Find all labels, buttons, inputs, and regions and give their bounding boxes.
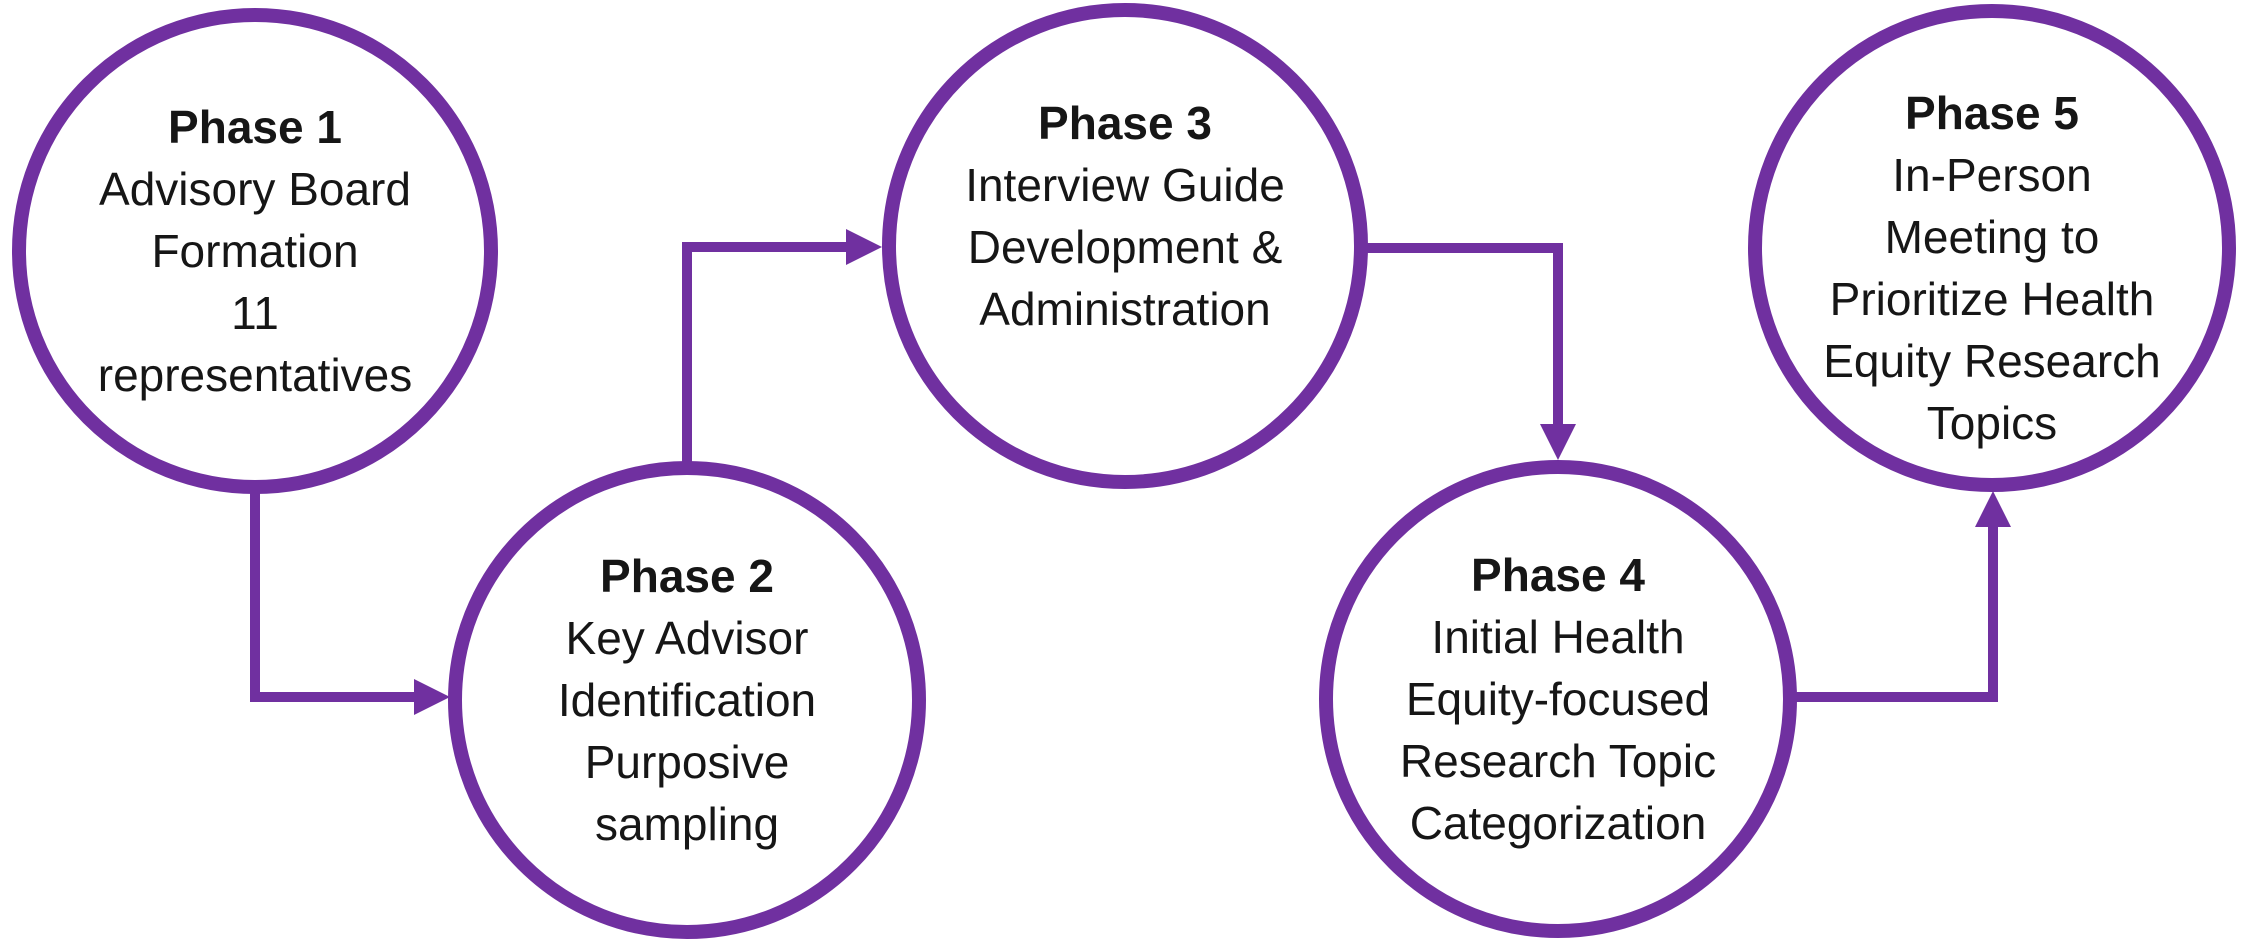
phase-1-circle — [12, 8, 498, 494]
phase-2-label: Phase 2 Key Advisor Identification Purpo… — [467, 480, 907, 920]
arrow-phase3-to-phase4 — [1364, 243, 1576, 460]
phase-1-line: Advisory Board — [99, 163, 411, 215]
phase-1-line: representatives — [97, 349, 413, 401]
phase-4-title: Phase 4 — [1471, 549, 1645, 601]
arrow-phase2-to-phase3 — [682, 229, 882, 464]
phase-3-line: Administration — [979, 283, 1271, 335]
phase-2-line: Identification — [557, 674, 817, 726]
phase-5-line: Equity Research — [1823, 335, 2161, 387]
phase-4-line: Categorization — [1409, 797, 1707, 849]
phase-2-line: Purposive — [584, 736, 790, 788]
phase-3-line: Interview Guide — [965, 159, 1285, 211]
arrowhead-right-icon — [846, 229, 882, 265]
phase-5-circle — [1748, 4, 2236, 492]
phase-5-line: Prioritize Health — [1829, 273, 2155, 325]
arrow-phase1-to-phase2 — [250, 489, 450, 715]
phase-3-title: Phase 3 — [1038, 97, 1212, 149]
phase-4-line: Equity-focused — [1405, 673, 1711, 725]
phase-3-label: Phase 3 Interview Guide Development & Ad… — [905, 0, 1345, 436]
arrowhead-up-icon — [1975, 491, 2011, 527]
phase-4-line: Research Topic — [1399, 735, 1717, 787]
arrowhead-down-icon — [1540, 424, 1576, 460]
phase-5-title: Phase 5 — [1905, 87, 2079, 139]
phase-4-circle — [1319, 460, 1797, 938]
phase-2-title: Phase 2 — [600, 550, 774, 602]
phase-2-circle — [448, 461, 926, 939]
phase-2-line: Key Advisor — [565, 612, 809, 664]
phase-3-line: Development & — [967, 221, 1283, 273]
phase-1-label: Phase 1 Advisory Board Formation 11 repr… — [35, 31, 475, 471]
phase-1-title: Phase 1 — [168, 101, 342, 153]
phase-2-line: sampling — [594, 798, 780, 850]
phase-5-label: Phase 5 In-Person Meeting to Prioritize … — [1772, 48, 2212, 488]
phase-4-line: Initial Health — [1431, 611, 1685, 663]
arrowhead-right-icon — [414, 679, 450, 715]
arrow-phase4-to-phase5 — [1794, 491, 2011, 702]
phase-5-line: Topics — [1926, 397, 2058, 449]
phase-3-circle — [882, 3, 1368, 489]
phase-5-line: Meeting to — [1884, 211, 2100, 263]
phase-5-line: In-Person — [1892, 149, 2092, 201]
phase-1-line: 11 — [231, 287, 279, 339]
phase-4-label: Phase 4 Initial Health Equity-focused Re… — [1338, 479, 1778, 919]
phase-1-line: Formation — [151, 225, 359, 277]
